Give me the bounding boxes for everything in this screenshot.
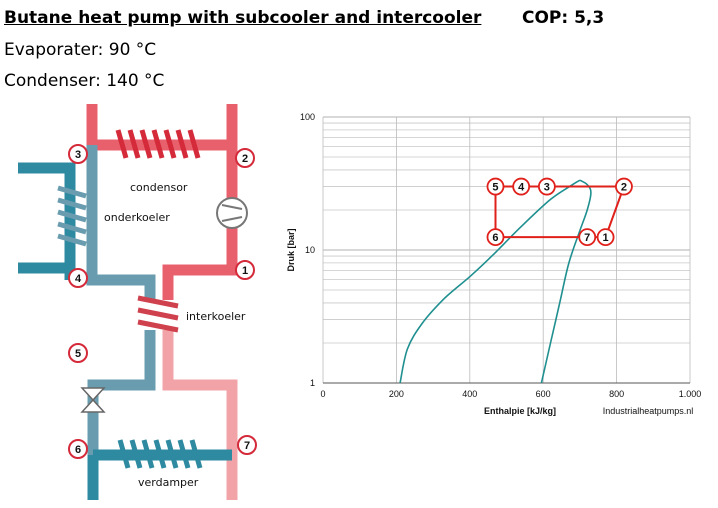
cycle-point-7: 7 <box>578 228 597 247</box>
svg-text:6: 6 <box>75 444 81 456</box>
saturation-vapor-line <box>540 179 592 384</box>
onderkoeler-coil <box>57 185 87 247</box>
x-tick-label: 1.000 <box>679 389 702 399</box>
point-label: 1 <box>603 232 609 244</box>
schematic-point-4: 4 <box>68 268 88 288</box>
cycle-point-1: 1 <box>596 228 615 247</box>
x-tick-label: 0 <box>320 389 325 399</box>
point-label: 3 <box>544 182 550 194</box>
cycle-point-4: 4 <box>512 177 531 196</box>
expansion-valve-icon <box>80 387 106 413</box>
x-tick-label: 800 <box>609 389 624 399</box>
pipe-hot-top <box>86 104 238 151</box>
point-label: 2 <box>621 182 627 194</box>
y-tick-label: 100 <box>300 112 315 122</box>
x-tick-label: 200 <box>389 389 404 399</box>
svg-text:7: 7 <box>244 440 250 452</box>
cycle-point-6: 6 <box>486 228 505 247</box>
interkoeler-coil <box>137 295 179 333</box>
page-title: Butane heat pump with subcooler and inte… <box>4 8 482 28</box>
condensor-coil <box>115 129 201 159</box>
svg-text:4: 4 <box>75 273 82 285</box>
condenser-temp: Condenser: 140 °C <box>4 71 165 91</box>
point-marker <box>486 228 505 247</box>
point-marker <box>486 177 505 196</box>
point-marker <box>596 228 615 247</box>
saturation-liquid-line <box>399 179 581 384</box>
point-marker <box>615 177 633 196</box>
svg-text:3: 3 <box>75 149 81 161</box>
point-marker <box>512 177 531 196</box>
chart-credit: Industrialheatpumps.nl <box>603 406 694 416</box>
cycle-points: 5 4 3 2 6 7 1 <box>486 177 633 247</box>
label-interkoeler: interkoeler <box>186 310 246 323</box>
point-marker <box>578 228 597 247</box>
x-tick-label: 400 <box>462 389 477 399</box>
verdamper-coil <box>117 439 203 469</box>
cop-value: COP: 5,3 <box>522 8 605 28</box>
label-onderkoeler: onderkoeler <box>104 211 170 224</box>
pipe-hot-return <box>162 330 238 500</box>
y-tick-label: 10 <box>305 245 315 255</box>
cycle-point-3: 3 <box>537 177 556 196</box>
svg-text:1: 1 <box>242 265 248 277</box>
point-label: 7 <box>584 232 590 244</box>
evaporator-temp: Evaporater: 90 °C <box>4 40 157 60</box>
point-label: 6 <box>492 232 498 244</box>
point-label: 5 <box>492 182 498 194</box>
schematic-point-1: 1 <box>235 260 255 280</box>
schematic-point-5: 5 <box>68 343 88 363</box>
point-label: 4 <box>518 182 525 194</box>
label-condensor: condensor <box>130 181 188 194</box>
schematic-point-6: 6 <box>68 439 88 459</box>
chart-grid <box>322 116 691 384</box>
svg-text:5: 5 <box>75 348 81 360</box>
label-verdamper: verdamper <box>138 476 199 489</box>
cycle-point-5: 5 <box>486 177 505 196</box>
x-tick-label: 600 <box>536 389 551 399</box>
point-marker <box>537 177 556 196</box>
schematic-point-3: 3 <box>68 144 88 164</box>
pipe-subcooler-return <box>86 145 156 300</box>
x-axis-label: Enthalpie [kJ/kg] <box>484 406 556 416</box>
y-tick-label: 1 <box>310 378 315 388</box>
pipe-subcooler <box>18 162 76 280</box>
chart-ticks: 0 200 400 600 800 1.000 1 10 100 <box>300 112 701 399</box>
schematic-point-2: 2 <box>235 148 255 168</box>
cycle-point-2: 2 <box>615 177 633 196</box>
y-axis-label: Druk [bar] <box>286 228 296 271</box>
svg-text:2: 2 <box>242 153 248 165</box>
schematic-point-7: 7 <box>237 435 257 455</box>
